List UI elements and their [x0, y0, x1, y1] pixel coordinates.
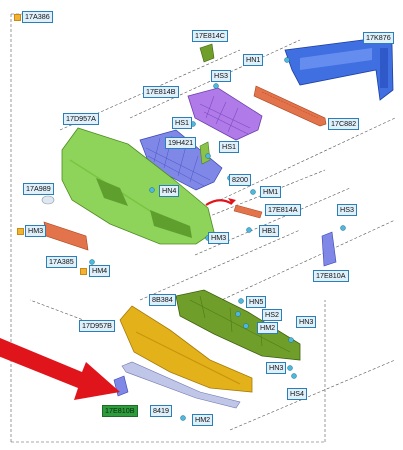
upper-bumper-cover — [61, 127, 215, 245]
energy-absorber — [175, 289, 301, 361]
bracket-17e810b — [113, 375, 129, 397]
lower-bumper-cover — [119, 305, 253, 393]
label-17e810a: 17E810A — [313, 270, 349, 282]
label-hb1: HB1 — [259, 225, 279, 237]
bracket-17e814c — [199, 43, 215, 63]
label-8419: 8419 — [150, 405, 172, 417]
label-hn1: HN1 — [243, 54, 264, 66]
label-hs4: HS4 — [287, 388, 307, 400]
label-hm1: HM1 — [260, 186, 282, 198]
label-hs1: HS1 — [172, 117, 192, 129]
label-17c882: 17C882 — [328, 118, 360, 130]
label-19h421: 19H421 — [165, 137, 197, 149]
bracket-17c882 — [253, 85, 327, 127]
bracket-17e810a — [321, 231, 337, 267]
label-17d957b: 17D957B — [79, 320, 115, 332]
label-hs3-right: HS3 — [337, 204, 357, 216]
label-hm3-left: HM3 — [25, 225, 47, 237]
label-17e814c: 17E814C — [192, 30, 228, 42]
label-17e814b: 17E814B — [143, 86, 179, 98]
bracket-17e814a — [233, 204, 263, 219]
label-17k876: 17K876 — [363, 32, 394, 44]
label-8200: 8200 — [229, 174, 251, 186]
label-hn3-lower: HN3 — [266, 362, 287, 374]
label-17e814a: 17E814A — [265, 204, 301, 216]
label-8b384: 8B384 — [149, 294, 176, 306]
big-arrow-icon — [0, 338, 120, 400]
label-hm2: HM2 — [257, 322, 279, 334]
upper-grille — [187, 87, 263, 141]
label-17a386: 17A386 — [22, 11, 53, 23]
label-hn3: HN3 — [296, 316, 317, 328]
lower-strip — [121, 361, 241, 409]
label-hs3: HS3 — [211, 70, 231, 82]
label-hs1-lower: HS1 — [219, 141, 239, 153]
reinforcement-beam — [284, 37, 394, 101]
label-17a385: 17A385 — [46, 256, 77, 268]
marker-tag — [14, 14, 21, 21]
bracket-17a385 — [43, 221, 89, 251]
marker-tag — [17, 228, 24, 235]
marker-tag — [80, 268, 87, 275]
label-hn5: HN5 — [246, 296, 267, 308]
label-hm2-bottom: HM2 — [192, 414, 214, 426]
label-hn4: HN4 — [159, 185, 180, 197]
bracket-19h421 — [199, 141, 211, 165]
label-hs2: HS2 — [262, 309, 282, 321]
label-17a989: 17A989 — [23, 183, 54, 195]
label-17d957a: 17D957A — [63, 113, 99, 125]
small-arrow-icon — [205, 199, 233, 206]
label-hm4: HM4 — [89, 265, 111, 277]
label-hm3: HM3 — [208, 232, 230, 244]
label-17e810b-highlighted: 17E810B — [102, 405, 138, 417]
fog-light-trim — [41, 195, 55, 205]
